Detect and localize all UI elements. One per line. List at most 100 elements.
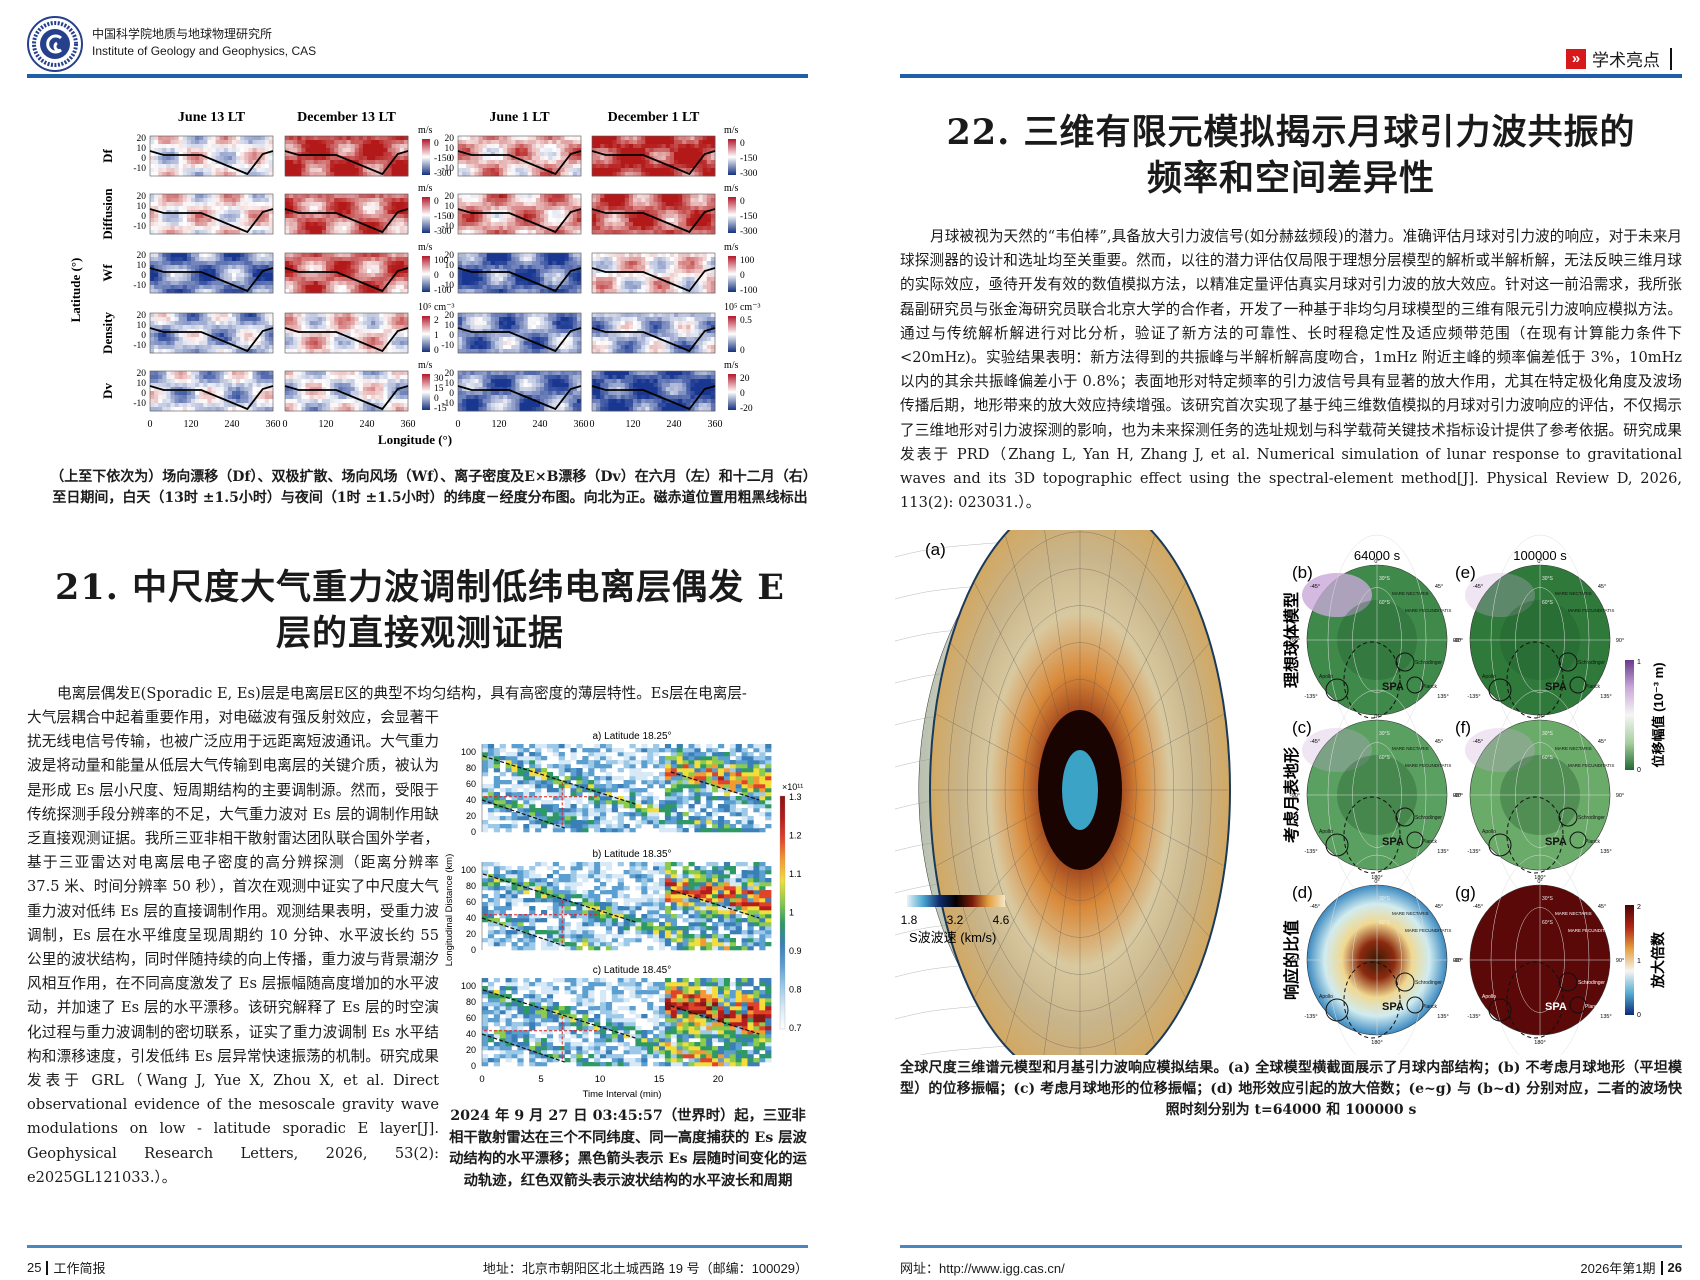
heatmap-cell	[285, 172, 290, 177]
heatmap-cell	[531, 257, 537, 262]
heatmap-cell	[548, 313, 553, 318]
heatmap-cell	[289, 194, 294, 199]
heatmap-cell	[252, 273, 257, 278]
heatmap-cell	[560, 206, 565, 211]
heatmap-cell	[694, 289, 699, 294]
heatmap-cell	[219, 277, 225, 282]
heatmap-cell	[645, 269, 650, 274]
heatmap-cell	[616, 136, 622, 141]
heatmap-cell	[682, 218, 687, 223]
heatmap-cell	[698, 317, 704, 322]
heatmap-cell	[486, 325, 492, 330]
heatmap-cell	[494, 194, 500, 199]
heatmap-cell	[706, 253, 712, 258]
heatmap-cell	[166, 202, 171, 207]
heatmap-cell	[531, 222, 537, 227]
heatmap-cell	[649, 140, 654, 145]
heatmap-cell	[199, 317, 204, 322]
heatmap-cell	[252, 168, 257, 173]
heatmap-cell	[604, 144, 609, 149]
heatmap-cell	[686, 257, 691, 262]
heatmap-cell	[227, 198, 233, 203]
heatmap-cell	[507, 285, 512, 290]
heatmap-cell	[334, 214, 339, 219]
heatmap-cell	[297, 257, 302, 262]
heatmap-cell	[154, 222, 159, 227]
heatmap-cell	[379, 261, 384, 266]
heatmap-cell	[309, 257, 315, 262]
heatmap-cell	[674, 321, 679, 326]
heatmap-cell	[154, 273, 159, 278]
heatmap-cell	[178, 277, 184, 282]
heatmap-cell	[358, 198, 364, 203]
heatmap-cell	[215, 321, 221, 326]
heatmap-cell	[690, 152, 695, 157]
heatmap-cell	[191, 257, 196, 262]
heatmap-cell	[694, 253, 699, 258]
heatmap-cell	[158, 333, 163, 338]
heatmap-cell	[608, 140, 613, 145]
heatmap-cell	[535, 269, 541, 274]
heatmap-cell	[604, 349, 609, 354]
heatmap-cell	[515, 136, 520, 141]
heatmap-cell	[507, 144, 512, 149]
heatmap-cell	[191, 265, 196, 270]
heatmap-cell	[199, 349, 204, 354]
heatmap-cell	[342, 289, 347, 294]
heatmap-cell	[674, 206, 679, 211]
heatmap-cell	[236, 269, 241, 274]
panel-frame	[284, 312, 409, 354]
heatmap-cell	[702, 194, 708, 199]
heatmap-cell	[367, 194, 372, 199]
heatmap-cell	[612, 285, 617, 290]
heatmap-cell	[523, 281, 529, 286]
heatmap-cell	[334, 321, 339, 326]
colorbar-tick: -100	[434, 286, 452, 296]
heatmap-cell	[576, 329, 582, 334]
heatmap-cell	[604, 325, 609, 330]
heatmap-cell	[387, 214, 392, 219]
heatmap-cell	[240, 341, 245, 346]
heatmap-cell	[548, 148, 553, 153]
heatmap-cell	[264, 325, 270, 330]
heatmap-cell	[490, 226, 496, 231]
heatmap-cell	[195, 273, 200, 278]
heatmap-cell	[568, 273, 574, 278]
heatmap-cell	[698, 168, 704, 173]
panel-frame	[284, 193, 409, 235]
heatmap-cell	[527, 265, 533, 270]
heatmap-cell	[462, 321, 467, 326]
heatmap-cell	[612, 214, 617, 219]
heatmap-cell	[527, 269, 533, 274]
heatmap-cell	[248, 257, 253, 262]
heatmap-cell	[195, 148, 200, 153]
heatmap-cell	[350, 273, 356, 278]
heatmap-cell	[604, 317, 609, 322]
heatmap-cell	[240, 172, 245, 177]
heatmap-cell	[706, 218, 712, 223]
heatmap-cell	[653, 349, 658, 354]
heatmap-cell	[641, 253, 646, 258]
heatmap-cell	[252, 329, 257, 334]
heatmap-cell	[260, 345, 266, 350]
heatmap-cell	[527, 321, 533, 326]
heatmap-cell	[674, 230, 679, 235]
heatmap-cell	[334, 273, 339, 278]
heatmap-cell	[317, 289, 323, 294]
heatmap-cell	[326, 164, 331, 169]
heatmap-cell	[313, 345, 319, 350]
heatmap-cell	[710, 273, 716, 278]
heatmap-cell	[592, 325, 597, 330]
heatmap-cell	[166, 341, 171, 346]
heatmap-cell	[371, 277, 376, 282]
heatmap-cell	[186, 337, 192, 342]
heatmap-cell	[252, 156, 257, 161]
colorbar-tick: 0	[434, 139, 439, 149]
heatmap-cell	[371, 349, 376, 354]
heatmap-cell	[637, 206, 642, 211]
heatmap-cell	[620, 325, 626, 330]
heatmap-cell	[641, 325, 646, 330]
heatmap-cell	[375, 349, 380, 354]
heatmap-cell	[367, 156, 372, 161]
heatmap-cell	[186, 194, 192, 199]
